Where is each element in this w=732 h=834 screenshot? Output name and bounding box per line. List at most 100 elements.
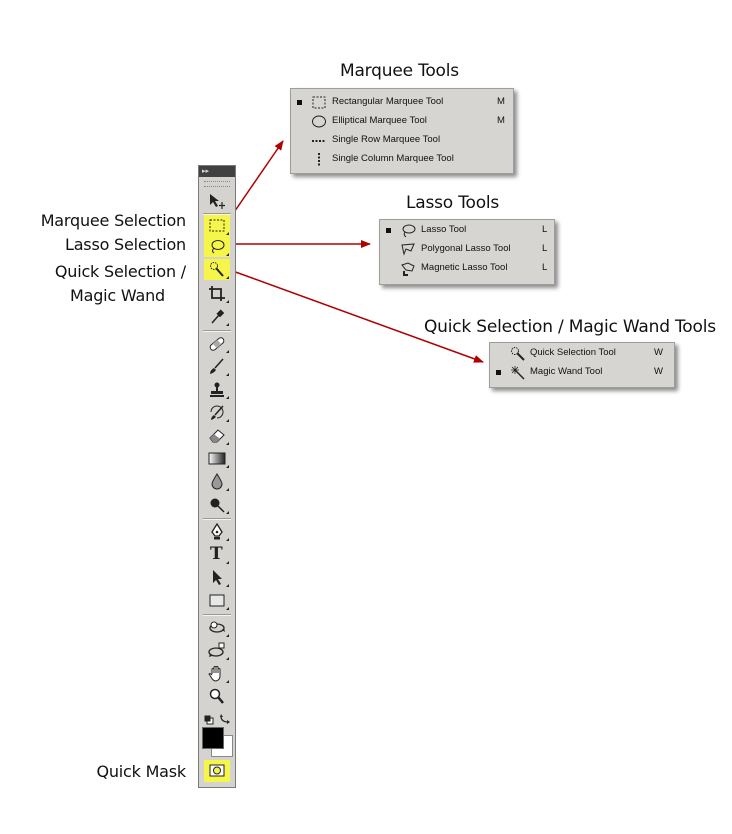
submenu-indicator — [226, 442, 229, 445]
panel-grip[interactable] — [204, 181, 230, 187]
rectangle-shape-icon — [209, 594, 225, 607]
rectangular-marquee-icon — [209, 219, 225, 232]
magic-wand-icon — [510, 365, 526, 380]
quick-selection-icon — [510, 346, 526, 361]
pen-tool[interactable] — [204, 521, 230, 542]
default-colors-icon — [204, 715, 214, 725]
lasso-icon — [400, 223, 416, 238]
divider — [203, 213, 231, 215]
shortcut-key: M — [497, 96, 505, 107]
default-colors-button[interactable] — [204, 712, 214, 725]
path-selection-tool[interactable] — [204, 567, 230, 588]
active-bullet — [297, 100, 302, 105]
foreground-color-swatch[interactable] — [202, 727, 224, 749]
submenu-indicator — [226, 465, 229, 468]
swap-arrows-icon — [220, 714, 230, 724]
3d-rotate-icon — [209, 621, 225, 633]
flyout-item-label: Rectangular Marquee Tool — [332, 96, 444, 107]
quick-mask-button[interactable] — [204, 760, 230, 782]
quick-tools-heading: Quick Selection / Magic Wand Tools — [424, 317, 716, 337]
submenu-indicator — [226, 232, 229, 235]
gradient-icon — [208, 452, 226, 465]
dodge-tool[interactable] — [204, 494, 230, 515]
submenu-indicator — [226, 657, 229, 660]
shortcut-key: W — [654, 347, 663, 358]
flyout-item-label: Single Column Marquee Tool — [332, 153, 454, 164]
rectangle-tool[interactable] — [204, 590, 230, 611]
eyedropper-tool[interactable] — [204, 306, 230, 327]
submenu-indicator — [226, 396, 229, 399]
shortcut-key: L — [542, 224, 548, 235]
healing-brush-tool[interactable] — [204, 333, 230, 354]
dodge-icon — [210, 498, 225, 513]
clone-stamp-tool[interactable] — [204, 379, 230, 400]
move-icon — [210, 194, 225, 209]
flyout-item-label: Polygonal Lasso Tool — [421, 243, 511, 254]
flyout-item-lasso[interactable]: Lasso Tool L — [380, 221, 554, 240]
gradient-tool[interactable] — [204, 448, 230, 469]
callout-quick-selection: Quick Selection / — [54, 262, 186, 281]
marquee-tool[interactable] — [204, 215, 230, 236]
zoom-tool[interactable] — [204, 686, 230, 707]
submenu-indicator — [226, 300, 229, 303]
brush-icon — [210, 358, 224, 374]
3d-rotate-tool[interactable] — [204, 617, 230, 638]
submenu-indicator — [226, 607, 229, 610]
marquee-tools-heading: Marquee Tools — [340, 61, 459, 81]
lasso-tool[interactable] — [204, 236, 230, 257]
hand-icon — [208, 666, 221, 682]
stamp-icon — [210, 382, 224, 397]
tools-panel: ▸▸ — [198, 165, 236, 788]
flyout-item-label: Magnetic Lasso Tool — [421, 262, 508, 273]
single-column-marquee-icon — [311, 152, 327, 167]
flyout-item-elliptical-marquee[interactable]: Elliptical Marquee Tool M — [291, 112, 513, 131]
divider — [203, 518, 231, 520]
crop-tool[interactable] — [204, 283, 230, 304]
3d-orbit-icon — [208, 642, 225, 657]
quick-selection-tool[interactable] — [204, 259, 230, 280]
eraser-icon — [209, 429, 225, 443]
submenu-indicator — [226, 538, 229, 541]
zoom-icon — [209, 688, 224, 704]
flyout-item-single-column-marquee[interactable]: Single Column Marquee Tool — [291, 150, 513, 169]
single-row-marquee-icon — [311, 133, 327, 148]
flyout-item-rectangular-marquee[interactable]: Rectangular Marquee Tool M — [291, 93, 513, 112]
magnetic-lasso-icon — [400, 261, 416, 276]
panel-collapse-bar[interactable]: ▸▸ — [199, 166, 235, 177]
type-icon: T — [210, 544, 223, 564]
blur-tool[interactable] — [204, 471, 230, 492]
3d-orbit-tool[interactable] — [204, 640, 230, 661]
flyout-item-magnetic-lasso[interactable]: Magnetic Lasso Tool L — [380, 259, 554, 278]
droplet-icon — [211, 473, 223, 490]
history-brush-icon — [210, 405, 224, 420]
marquee-tools-flyout: Rectangular Marquee Tool M Elliptical Ma… — [290, 88, 514, 174]
magic-wand-icon — [210, 262, 224, 277]
shortcut-key: L — [542, 243, 548, 254]
lasso-icon — [211, 240, 225, 254]
submenu-indicator — [226, 419, 229, 422]
flyout-item-magic-wand[interactable]: Magic Wand Tool W — [490, 363, 674, 382]
flyout-item-single-row-marquee[interactable]: Single Row Marquee Tool — [291, 131, 513, 150]
flyout-item-quick-selection[interactable]: Quick Selection Tool W — [490, 344, 674, 363]
eyedropper-icon — [211, 309, 225, 324]
flyout-item-polygonal-lasso[interactable]: Polygonal Lasso Tool L — [380, 240, 554, 259]
brush-tool[interactable] — [204, 356, 230, 377]
eraser-tool[interactable] — [204, 425, 230, 446]
active-bullet — [496, 370, 501, 375]
flyout-item-label: Elliptical Marquee Tool — [332, 115, 427, 126]
rectangular-marquee-icon — [311, 95, 327, 110]
type-tool[interactable]: T — [204, 544, 230, 565]
bandage-icon — [209, 337, 225, 351]
history-brush-tool[interactable] — [204, 402, 230, 423]
arrow-to-marquee-flyout — [227, 140, 284, 222]
submenu-indicator — [226, 511, 229, 514]
submenu-indicator — [226, 276, 229, 279]
submenu-indicator — [226, 584, 229, 587]
move-tool[interactable] — [204, 191, 230, 212]
hand-tool[interactable] — [204, 663, 230, 684]
elliptical-marquee-icon — [311, 114, 327, 129]
shortcut-key: W — [654, 366, 663, 377]
submenu-indicator — [226, 680, 229, 683]
active-bullet — [386, 228, 391, 233]
swap-colors-button[interactable] — [219, 711, 231, 724]
